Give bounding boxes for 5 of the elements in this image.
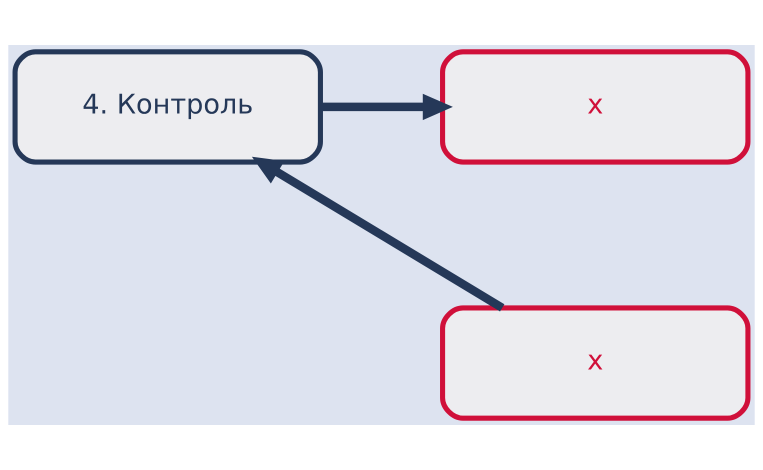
arrow — [252, 156, 504, 312]
node-box: 4. Контроль — [12, 49, 323, 165]
node-box: x — [440, 305, 750, 421]
arrow — [320, 94, 453, 120]
node-box: x — [440, 49, 750, 165]
